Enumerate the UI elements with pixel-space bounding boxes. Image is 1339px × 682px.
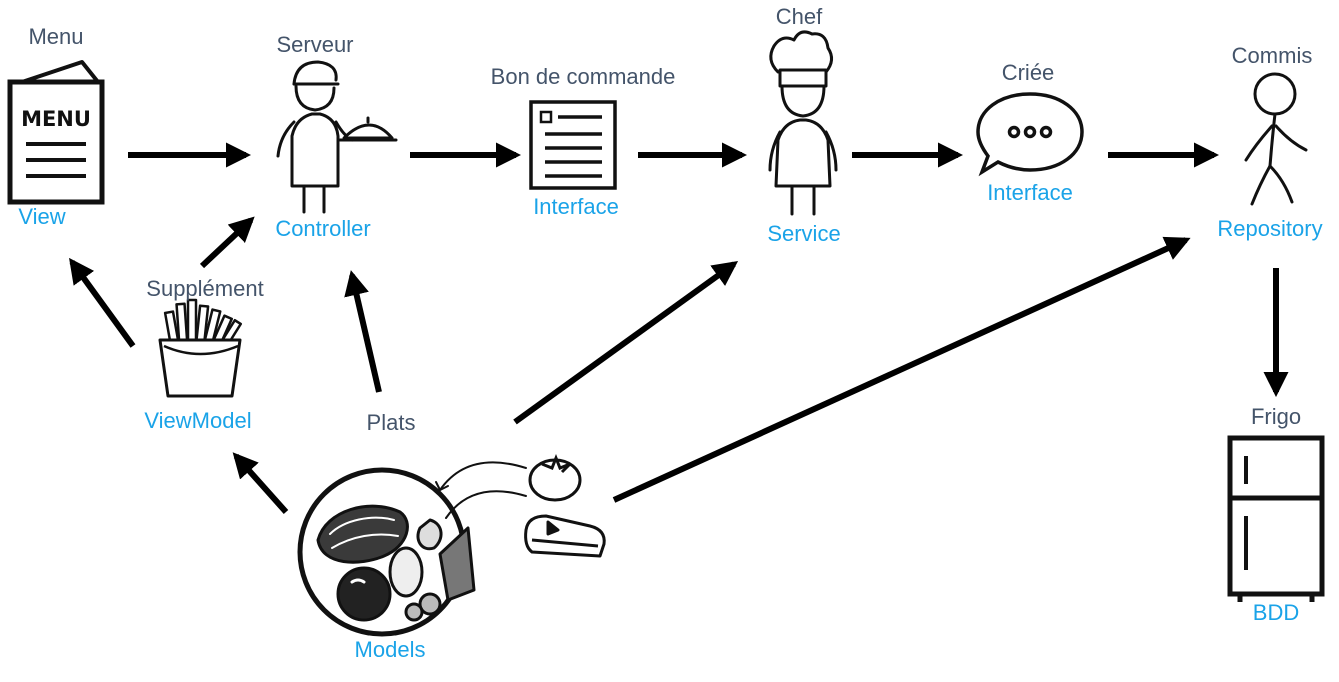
label-view: View (18, 204, 66, 229)
label-repository: Repository (1217, 216, 1323, 241)
arrow-supplement-to-serveur (199, 216, 255, 269)
stick-figure-icon (1244, 72, 1308, 206)
tomato-icon (528, 453, 582, 502)
label-frigo: Frigo (1250, 404, 1302, 429)
arrow-plats-to-supplement (232, 452, 289, 514)
arrow-plats-to-commis (612, 236, 1191, 503)
arrow-supplement-to-menu (69, 257, 136, 348)
fridge-icon (1227, 435, 1325, 602)
label-interface-criee: Interface (987, 180, 1073, 205)
label-bdd: BDD (1252, 600, 1300, 625)
arrow-plats-to-chef (513, 261, 739, 425)
fries-icon (158, 298, 243, 398)
label-serveur: Serveur (276, 32, 354, 57)
steak-icon (524, 514, 606, 558)
chef-icon (768, 30, 838, 216)
label-controller: Controller (275, 216, 371, 241)
food-plate-icon (297, 461, 527, 637)
arrows (69, 142, 1289, 514)
label-service: Service (767, 221, 841, 246)
label-models: Models (354, 637, 426, 662)
arrow-plats-to-serveur (344, 270, 382, 393)
label-supplement: Supplément (146, 276, 264, 301)
speech-bubble-icon (976, 92, 1084, 177)
label-criee: Criée (1001, 60, 1055, 85)
label-interface-bon: Interface (533, 194, 619, 219)
svg-text:MENU: MENU (21, 107, 91, 131)
order-slip-icon (529, 100, 617, 190)
label-chef: Chef (775, 4, 823, 29)
label-plats: Plats (366, 410, 416, 435)
label-commis: Commis (1231, 43, 1313, 68)
label-viewmodel: ViewModel (144, 408, 252, 433)
menu-card-icon: MENU (7, 60, 105, 205)
label-menu: Menu (28, 24, 84, 49)
waiter-icon (276, 60, 398, 214)
label-bon-de-commande: Bon de commande (490, 64, 676, 89)
